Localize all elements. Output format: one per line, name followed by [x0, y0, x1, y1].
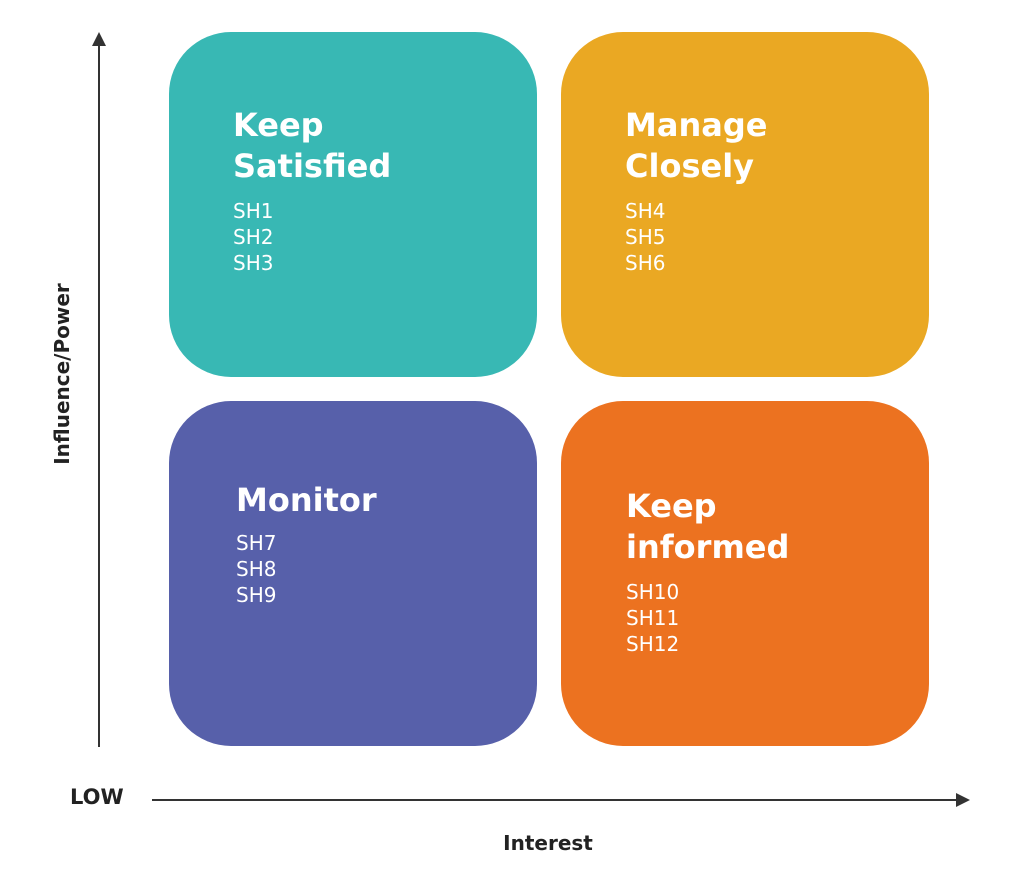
- stakeholder-item: SH6: [625, 251, 666, 275]
- stakeholder-item: SH11: [626, 606, 680, 630]
- stakeholder-item: SH8: [236, 557, 277, 581]
- quadrant-keep-informed: Keep informed SH10 SH11 SH12: [561, 401, 929, 746]
- stakeholder-list: SH1 SH2 SH3: [233, 198, 273, 276]
- stakeholder-list: SH7 SH8 SH9: [236, 530, 276, 608]
- stakeholder-item: SH7: [236, 531, 277, 555]
- stakeholder-item: SH9: [236, 583, 277, 607]
- origin-low-label: LOW: [70, 785, 124, 809]
- stakeholder-list: SH4 SH5 SH6: [625, 198, 665, 276]
- x-axis-arrowhead: [956, 793, 970, 807]
- quadrant-title: Monitor: [236, 481, 377, 519]
- quadrant-manage-closely: Manage Closely SH4 SH5 SH6: [561, 32, 929, 377]
- quadrant-monitor: Monitor SH7 SH8 SH9: [169, 401, 537, 746]
- y-axis-arrowhead: [92, 32, 106, 46]
- x-axis-label: Interest: [503, 831, 593, 855]
- quadrant-title: Keep informed: [626, 487, 790, 566]
- y-axis-label: Influence/Power: [50, 283, 74, 465]
- quadrant-keep-satisfied: Keep Satisfied SH1 SH2 SH3: [169, 32, 537, 377]
- quadrant-title: Keep Satisfied: [233, 106, 392, 185]
- stakeholder-item: SH4: [625, 199, 666, 223]
- stakeholder-list: SH10 SH11 SH12: [626, 579, 679, 657]
- stakeholder-item: SH10: [626, 580, 680, 604]
- stakeholder-item: SH1: [233, 199, 274, 223]
- stakeholder-item: SH3: [233, 251, 274, 275]
- quadrant-title: Manage Closely: [625, 106, 768, 185]
- stakeholder-item: SH5: [625, 225, 666, 249]
- stakeholder-item: SH2: [233, 225, 274, 249]
- stakeholder-item: SH12: [626, 632, 680, 656]
